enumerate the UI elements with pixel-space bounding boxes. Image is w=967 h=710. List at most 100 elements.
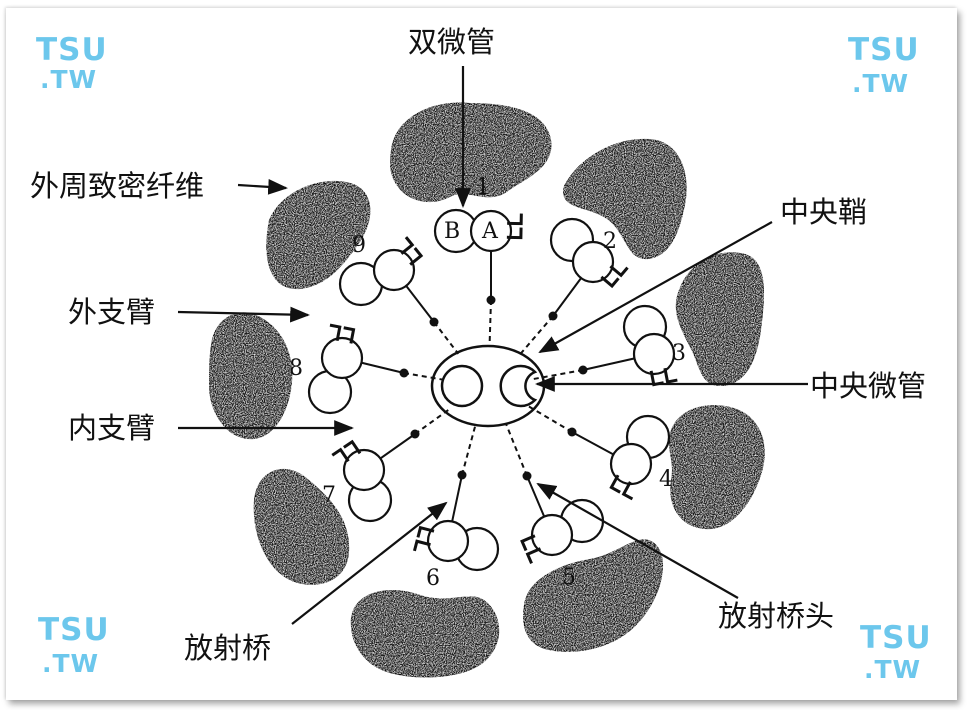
inner-dynein-arm xyxy=(343,326,356,344)
tubule-a-letter: A xyxy=(481,219,499,244)
doublet-2 xyxy=(549,217,629,289)
outer-dynein-arm xyxy=(621,481,634,501)
watermark-text-line1: TSU xyxy=(36,32,108,68)
outer-dynein-arm xyxy=(663,367,678,384)
spoke-head-5 xyxy=(522,471,532,481)
spoke-head-2 xyxy=(548,311,558,321)
doublet-numbers: 1 2 3 4 5 6 7 8 9 xyxy=(289,175,686,591)
watermark-text-line1: TSU xyxy=(848,32,920,68)
a-tubule xyxy=(571,240,615,284)
label-outer-arm: 外支臂 xyxy=(68,295,155,329)
sheath-projection-2 xyxy=(518,315,554,356)
a-tubule xyxy=(426,519,470,563)
outer-dynein-arm xyxy=(609,265,629,278)
dense-fiber-bottom xyxy=(350,589,500,678)
outer-dynein-arm xyxy=(331,447,350,463)
watermark-text-line2: .TW xyxy=(864,655,921,684)
watermark-bottom-left: TSU .TW xyxy=(38,612,110,678)
dense-fiber-top-left xyxy=(266,180,371,290)
label-central-microtubule: 中央微管 xyxy=(810,369,926,403)
doublet-number-6: 6 xyxy=(426,566,440,591)
sheath-projection-4 xyxy=(527,405,573,433)
label-outer-dense-fiber: 外周致密纤维 xyxy=(30,169,204,203)
doublet-8 xyxy=(307,323,364,415)
outer-dynein-arm xyxy=(400,236,415,255)
inner-dynein-arm xyxy=(343,439,362,455)
sheath-projection-9 xyxy=(433,321,460,355)
watermark-text-line2: .TW xyxy=(852,69,909,98)
central-microtubule-right xyxy=(499,364,538,408)
doublet-number-8: 8 xyxy=(289,356,303,381)
dense-fiber-top xyxy=(390,102,552,203)
a-tubule xyxy=(372,248,416,292)
dense-fiber-lower-left xyxy=(253,469,350,585)
sheath-projection-8 xyxy=(403,372,443,381)
inner-dynein-arm xyxy=(506,227,523,240)
label-doublet: 双微管 xyxy=(408,25,495,59)
arrow-spoke-head xyxy=(536,483,739,599)
central-microtubule-left xyxy=(440,364,484,408)
inner-dynein-arm xyxy=(416,525,435,538)
watermark-bottom-right: TSU .TW xyxy=(860,620,931,684)
spoke-head-3 xyxy=(578,365,588,375)
doublet-5 xyxy=(520,498,605,564)
arrow-central-sheath xyxy=(538,221,773,353)
a-tubule xyxy=(320,336,364,380)
sheath-projection-6 xyxy=(461,426,477,476)
watermark-top-left: TSU .TW xyxy=(36,32,108,94)
doublet-9 xyxy=(338,236,424,307)
a-tubule xyxy=(469,209,513,253)
doublet-number-4: 4 xyxy=(659,467,673,492)
a-tubule xyxy=(632,332,676,376)
inner-dynein-arm xyxy=(609,474,621,494)
inner-dynein-arm xyxy=(409,247,424,266)
doublet-number-3: 3 xyxy=(672,341,686,366)
spoke-head-1 xyxy=(486,295,496,305)
label-central-sheath: 中央鞘 xyxy=(780,195,867,229)
sheath-projection-1 xyxy=(488,299,492,345)
doublet-1 xyxy=(433,208,523,254)
arrow-outer-dense-fiber xyxy=(237,178,288,195)
spoke-head-9 xyxy=(429,317,439,327)
outer-dynein-arm xyxy=(413,539,431,552)
watermark-text-line2: .TW xyxy=(40,65,97,94)
spoke-head-7 xyxy=(410,429,420,439)
doublet-number-1: 1 xyxy=(476,175,490,200)
outer-dynein-arm xyxy=(525,547,542,564)
dense-fiber-left xyxy=(208,312,293,440)
spoke-head-6 xyxy=(457,470,467,480)
label-spoke-head: 放射桥头 xyxy=(718,599,834,633)
doublet-number-2: 2 xyxy=(603,229,617,254)
peripheral-doublets xyxy=(307,208,678,572)
outer-dynein-arm xyxy=(507,213,523,226)
watermark-text-line1: TSU xyxy=(38,612,110,648)
doublet-number-5: 5 xyxy=(562,565,576,590)
doublet-number-9: 9 xyxy=(352,233,366,258)
a-tubule xyxy=(530,513,574,557)
arrow-radial-spoke xyxy=(291,501,448,625)
dense-fiber-lower-right xyxy=(669,405,765,530)
arrow-outer-arm xyxy=(177,306,310,323)
central-apparatus xyxy=(430,344,546,428)
outer-dense-fibers xyxy=(208,102,765,678)
a-tubule xyxy=(342,448,386,492)
label-inner-arm: 内支臂 xyxy=(68,411,155,445)
dense-fiber-top-right xyxy=(563,138,687,260)
dense-fiber-bottom-right xyxy=(523,539,664,652)
doublet-4 xyxy=(609,414,671,501)
doublet-number-7: 7 xyxy=(322,483,336,508)
inner-dynein-arm xyxy=(520,534,536,552)
tubule-b-letter: B xyxy=(444,219,460,244)
doublet-6 xyxy=(413,519,500,572)
sheath-projection-7 xyxy=(414,408,451,435)
a-tubule xyxy=(609,442,653,486)
labels: 双微管 外周致密纤维 外支臂 内支臂 放射桥 中央鞘 中央微管 放射桥头 xyxy=(30,25,926,665)
label-radial-spoke: 放射桥 xyxy=(184,631,271,665)
outer-dynein-arm xyxy=(329,323,342,342)
dense-fiber-right xyxy=(675,252,765,387)
doublet-7 xyxy=(331,439,393,523)
leader-arrows xyxy=(177,66,808,625)
spoke-head-8 xyxy=(399,368,409,378)
doublet-3 xyxy=(622,304,678,387)
